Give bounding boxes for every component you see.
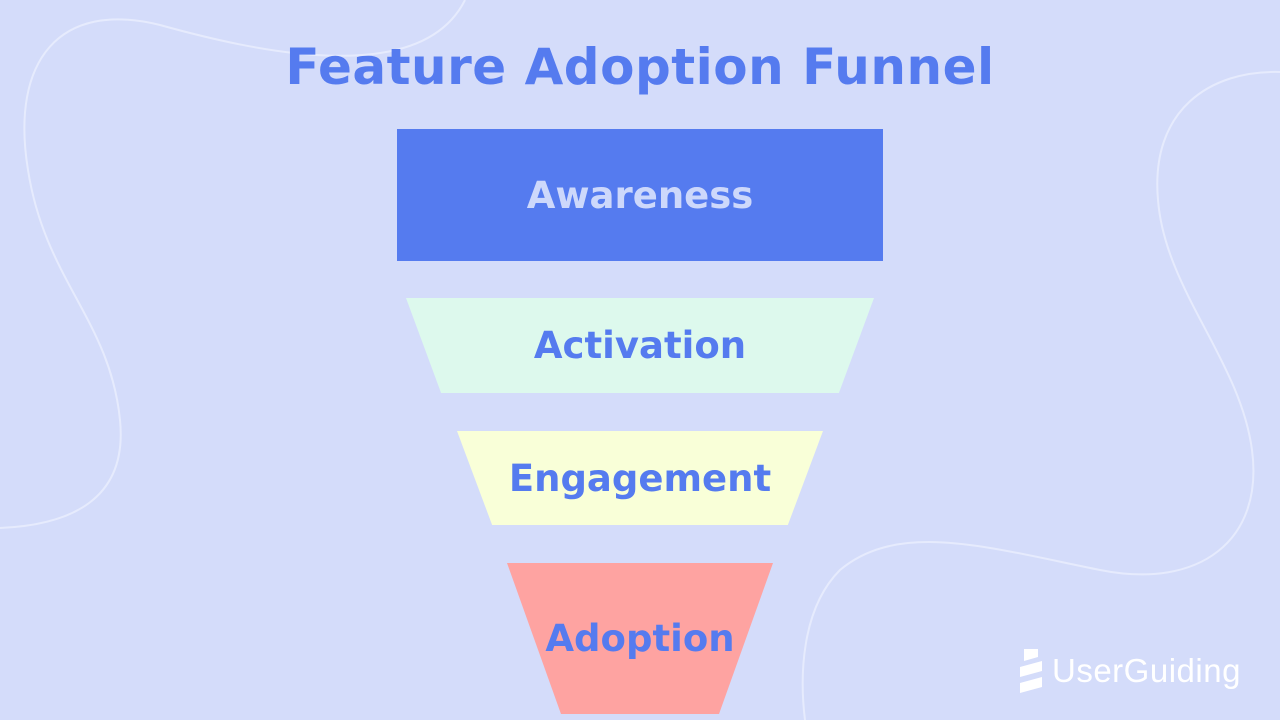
funnel-stage-label: Activation: [533, 324, 747, 367]
diagram-title: Feature Adoption Funnel: [285, 38, 995, 96]
funnel-stage-activation: Activation: [406, 298, 874, 393]
funnel-stage-awareness: Awareness: [397, 129, 883, 261]
funnel-stage-label: Adoption: [545, 617, 735, 660]
funnel-stage-adoption: Adoption: [507, 563, 773, 714]
brand-watermark: UserGuiding: [1018, 646, 1241, 696]
funnel-stage-engagement: Engagement: [457, 431, 823, 525]
funnel-stage-label: Engagement: [508, 456, 772, 500]
userguiding-logo-icon: [1020, 649, 1042, 693]
funnel-stage-label: Awareness: [526, 173, 754, 217]
brand-name: UserGuiding: [1052, 652, 1241, 689]
